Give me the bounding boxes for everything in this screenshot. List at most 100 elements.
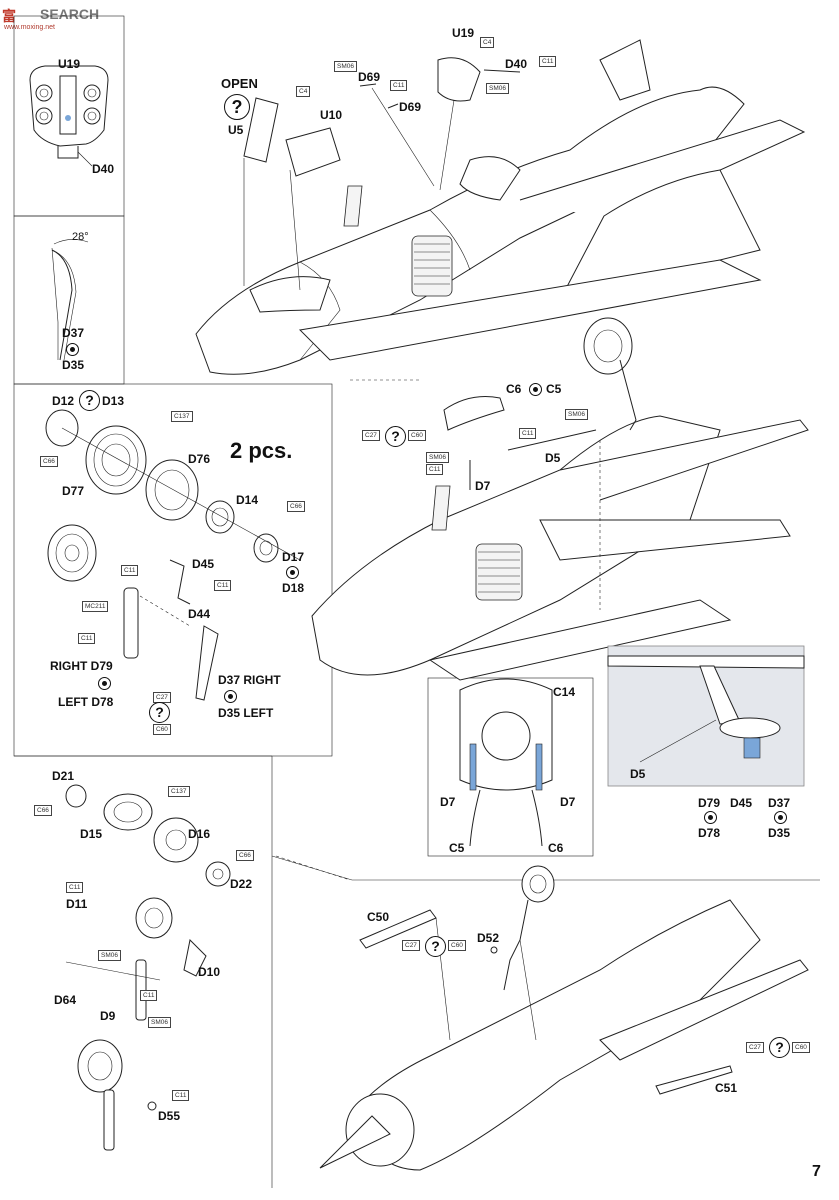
drill-hole-icon <box>774 811 787 824</box>
paint-c137: C137 <box>171 411 193 422</box>
label-d45: D45 <box>192 557 215 571</box>
label-d14: D14 <box>236 493 259 507</box>
drill-hole-icon <box>224 690 237 703</box>
paint-c4-b: C4 <box>480 37 495 48</box>
paint-c11-b: C11 <box>539 56 557 67</box>
label-c5: C5 <box>546 382 562 396</box>
label-d78-detail: D78 <box>698 826 721 840</box>
page-number: 7 <box>812 1163 821 1180</box>
label-d44: D44 <box>188 607 211 621</box>
angle-gauge-drawing <box>51 239 89 361</box>
paint-sm06-b: SM06 <box>148 1017 171 1028</box>
paint-c60: C60 <box>153 724 171 735</box>
panel-frames <box>13 15 820 1188</box>
label-d7: D7 <box>475 479 491 493</box>
question-icon: ? <box>224 94 250 120</box>
paint-c60: C60 <box>448 940 466 951</box>
drill-hole-icon <box>66 343 79 356</box>
paint-sm06-b: SM06 <box>426 452 449 463</box>
wheel-parts <box>45 409 301 701</box>
label-d16: D16 <box>188 827 211 841</box>
label-d37-right: D37 RIGHT <box>218 673 281 687</box>
label-d11: D11 <box>66 897 88 911</box>
label-d52: D52 <box>477 931 500 945</box>
label-d12: D12 <box>52 394 75 408</box>
label-d69-a: D69 <box>358 70 381 84</box>
paint-sm06: SM06 <box>565 409 588 420</box>
question-icon: ? <box>769 1037 790 1058</box>
drill-hole-icon <box>529 383 542 396</box>
paint-c11: C11 <box>66 882 84 893</box>
label-d15: D15 <box>80 827 103 841</box>
label-d76: D76 <box>188 452 211 466</box>
label-c51: C51 <box>715 1081 738 1095</box>
paint-c60: C60 <box>408 430 426 441</box>
label-d9: D9 <box>100 1009 116 1023</box>
label-d35: D35 <box>62 358 85 372</box>
paint-c66-b: C66 <box>287 501 305 512</box>
watermark-site: www.moxing.net <box>4 24 55 31</box>
leader-lines <box>139 379 601 881</box>
main-fuselage-top <box>195 39 806 375</box>
question-icon: ? <box>385 426 406 447</box>
label-d10: D10 <box>198 965 221 979</box>
label-d55: D55 <box>158 1109 181 1123</box>
d5-detail-drawing <box>607 645 805 787</box>
paint-c66-b: C66 <box>236 850 254 861</box>
label-d40: D40 <box>92 162 115 176</box>
label-u10: U10 <box>320 108 343 122</box>
label-d18: D18 <box>282 581 305 595</box>
label-d45-detail: D45 <box>730 796 753 810</box>
label-left-d78: LEFT D78 <box>58 695 114 709</box>
drill-hole-icon <box>286 566 299 579</box>
paint-c4: C4 <box>296 86 311 97</box>
paint-c11-b: C11 <box>426 464 444 475</box>
label-right-d79: RIGHT D79 <box>50 659 113 673</box>
label-d7-right: D7 <box>560 795 576 809</box>
label-d13: D13 <box>102 394 125 408</box>
paint-mc211: MC211 <box>82 601 109 612</box>
label-d77: D77 <box>62 484 85 498</box>
paint-sm06-b: SM06 <box>486 83 509 94</box>
paint-c66: C66 <box>34 805 52 816</box>
paint-c11: C11 <box>390 80 408 91</box>
drill-hole-icon <box>704 811 717 824</box>
paint-c137: C137 <box>168 786 190 797</box>
label-d40-top: D40 <box>505 57 528 71</box>
paint-c11-c: C11 <box>78 633 96 644</box>
drill-hole-icon <box>98 677 111 690</box>
paint-c60-b: C60 <box>792 1042 810 1053</box>
label-angle: 28° <box>72 231 89 243</box>
main-fuselage-nose <box>319 865 809 1171</box>
label-d35-detail: D35 <box>768 826 791 840</box>
label-c5-detail: C5 <box>449 841 465 855</box>
label-d69-b: D69 <box>399 100 422 114</box>
label-u19-top: U19 <box>452 26 475 40</box>
paint-c27: C27 <box>362 430 380 441</box>
paint-c11: C11 <box>121 565 139 576</box>
paint-c27: C27 <box>402 940 420 951</box>
paint-c11-b: C11 <box>214 580 232 591</box>
label-d17: D17 <box>282 550 305 564</box>
c14-detail-drawing <box>459 678 553 847</box>
label-d5: D5 <box>545 451 561 465</box>
paint-c11: C11 <box>519 428 537 439</box>
label-d79-detail: D79 <box>698 796 721 810</box>
paint-c11-c: C11 <box>172 1090 190 1101</box>
label-c14: C14 <box>553 685 576 699</box>
question-icon: ? <box>79 390 100 411</box>
label-u19: U19 <box>58 57 81 71</box>
label-d7-left: D7 <box>440 795 456 809</box>
label-c50: C50 <box>367 910 390 924</box>
question-icon: ? <box>425 936 446 957</box>
label-d37: D37 <box>62 326 85 340</box>
paint-sm06: SM06 <box>98 950 121 961</box>
watermark-search: SEARCH <box>40 6 100 22</box>
label-c6-detail: C6 <box>548 841 564 855</box>
label-d35-left: D35 LEFT <box>218 706 274 720</box>
label-d5-detail: D5 <box>630 767 646 781</box>
label-d64: D64 <box>54 993 77 1007</box>
label-d22: D22 <box>230 877 253 891</box>
